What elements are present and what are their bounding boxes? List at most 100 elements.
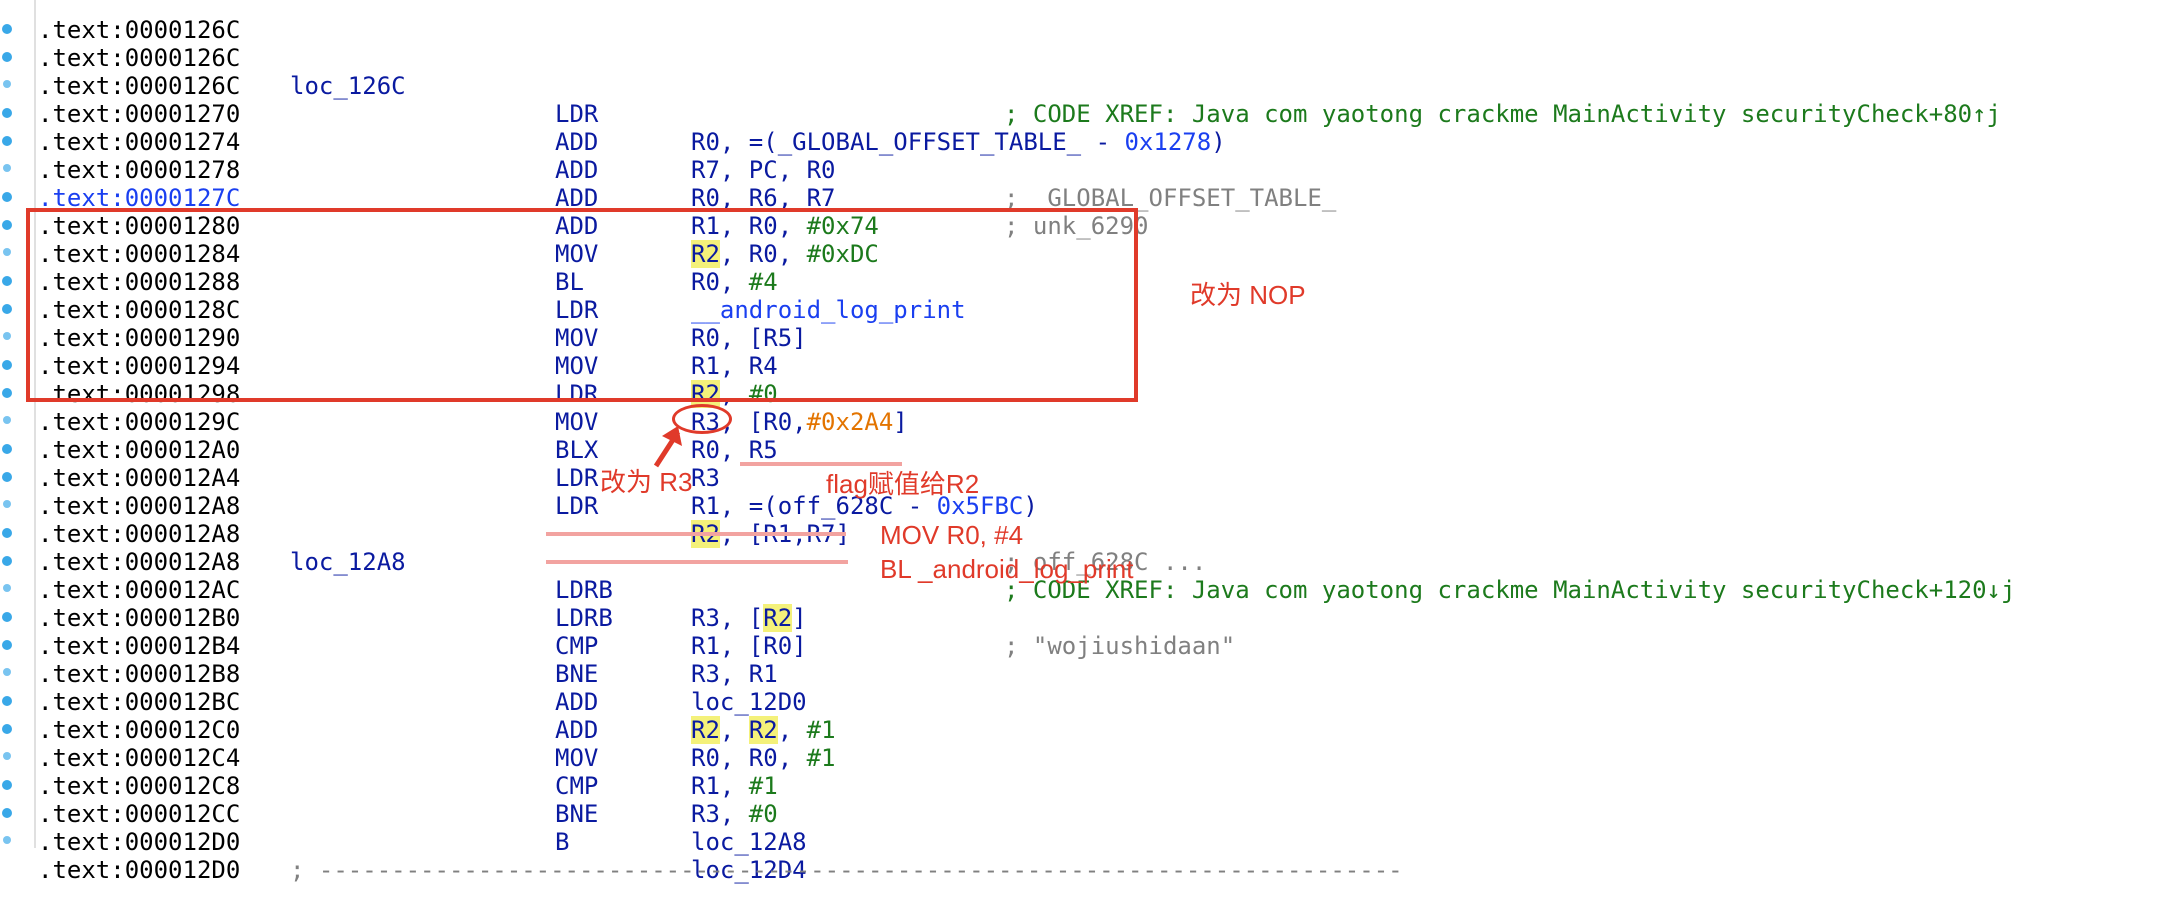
listing-row-current[interactable]: .text:0000127C ADD R2, R0, #0xDC (38, 156, 879, 268)
breakpoint-dot-icon[interactable] (2, 24, 12, 34)
arrow-icon (653, 426, 682, 468)
mnemonic: LDRB (555, 604, 613, 632)
breakpoint-dot-icon[interactable] (2, 780, 12, 790)
listing-row[interactable]: .text:000012D0 ; -----------------------… (38, 800, 1403, 884)
breakpoint-dot-icon[interactable] (2, 640, 12, 650)
listing-row[interactable]: .text:000012B4 BNE loc_12D0 (38, 604, 807, 716)
address: .text:000012A4 (38, 464, 241, 492)
operands: R0, =(_GLOBAL_OFFSET_TABLE_ - 0x1278) (691, 128, 1226, 156)
listing-row[interactable]: .text:0000126C (38, 0, 240, 44)
register-highlight: R2 (748, 716, 778, 744)
operands: R3, [R2] (691, 604, 807, 632)
listing-row[interactable]: .text:000012A8 (38, 464, 240, 520)
breakpoint-dot-icon[interactable] (2, 52, 12, 62)
address: .text:00001298 (38, 380, 241, 408)
xref-comment[interactable]: ; CODE XREF: Java com yaotong crackme Ma… (1004, 100, 2001, 128)
breakpoint-dot-icon[interactable] (2, 528, 12, 538)
operands: R0, R5 (691, 436, 778, 464)
listing-row[interactable]: .text:000012B8 ADD R2, R2, #1 (38, 632, 836, 744)
listing-row[interactable]: .text:000012C4 CMP R3, #0 (38, 716, 778, 828)
mnemonic: ADD (555, 156, 599, 184)
code-label[interactable]: loc_126C (290, 72, 406, 100)
breakpoint-dot-icon[interactable] (3, 416, 11, 424)
address: .text:0000128C (38, 296, 241, 324)
breakpoint-dot-icon[interactable] (2, 192, 12, 202)
breakpoint-dot-icon[interactable] (2, 556, 12, 566)
breakpoint-dot-icon[interactable] (2, 808, 12, 818)
breakpoint-dot-icon[interactable] (2, 696, 12, 706)
breakpoint-dot-icon[interactable] (2, 276, 12, 286)
mov-r0-annotation: MOV R0, #4 (880, 520, 1024, 550)
address: .text:0000127C (38, 184, 241, 212)
listing-row[interactable]: .text:000012A0 LDR R1, =(off_628C - 0x5F… (38, 408, 1038, 520)
operands: R2, R0, #0xDC (691, 240, 879, 268)
address: .text:00001278 (38, 156, 241, 184)
listing-row[interactable]: .text:00001278 ADD R1, R0, #0x74 (38, 128, 879, 240)
listing-row[interactable]: .text:000012A8 LDRB R3, [R2] ; "wojiushi… (38, 520, 1235, 660)
listing-row[interactable]: .text:0000128C MOV R1, R4 (38, 268, 778, 380)
breakpoint-dot-icon[interactable] (3, 836, 11, 844)
address: .text:000012A8 (38, 548, 241, 576)
breakpoint-dot-icon[interactable] (3, 584, 11, 592)
breakpoint-dot-icon[interactable] (3, 752, 11, 760)
breakpoint-dot-icon[interactable] (2, 612, 12, 622)
breakpoint-dot-icon[interactable] (2, 724, 12, 734)
listing-row[interactable]: .text:00001290 MOV R2, #0 (38, 296, 778, 408)
breakpoint-dot-icon[interactable] (2, 472, 12, 482)
breakpoint-gutter[interactable] (0, 0, 26, 848)
listing-row[interactable]: .text:000012BC ADD R0, R0, #1 (38, 660, 836, 772)
listing-row[interactable]: .text:00001280 MOV R0, #4 (38, 184, 778, 296)
mnemonic: BL (555, 268, 584, 296)
mnemonic: BLX (555, 436, 599, 464)
code-label[interactable]: loc_12A8 (290, 548, 406, 576)
breakpoint-dot-icon[interactable] (2, 360, 12, 370)
listing-row[interactable]: .text:000012CC B loc_12D4 (38, 772, 807, 884)
listing-row[interactable]: .text:000012D0 (38, 828, 240, 884)
operands: R1, R4 (691, 352, 778, 380)
branch-target[interactable]: loc_12A8 (691, 828, 807, 856)
breakpoint-dot-icon[interactable] (3, 164, 11, 172)
listing-row[interactable]: .text:000012AC LDRB R1, [R0] (38, 548, 807, 660)
mnemonic: MOV (555, 408, 599, 436)
breakpoint-dot-icon[interactable] (2, 304, 12, 314)
address: .text:000012A0 (38, 436, 241, 464)
operands: R0, [R5] (691, 324, 807, 352)
listing-row[interactable]: .text:00001284 BL __android_log_print (38, 212, 966, 324)
breakpoint-dot-icon[interactable] (3, 248, 11, 256)
listing-row[interactable]: .text:0000126C LDR R0, =(_GLOBAL_OFFSET_… (38, 44, 1226, 156)
listing-row[interactable]: .text:0000126C loc_126C ; CODE XREF: Jav… (38, 16, 2001, 128)
breakpoint-dot-icon[interactable] (3, 500, 11, 508)
listing-row[interactable]: .text:0000129C BLX R3 (38, 380, 720, 492)
listing-row[interactable]: .text:000012B0 CMP R3, R1 (38, 576, 778, 688)
branch-target[interactable]: loc_12D0 (691, 688, 807, 716)
listing-row[interactable]: .text:00001288 LDR R0, [R5] (38, 240, 807, 352)
mnemonic: LDR (555, 380, 599, 408)
listing-row[interactable]: .text:00001270 ADD R7, PC, R0 ; _GLOBAL_… (38, 72, 1336, 212)
strikethrough-annotation (546, 560, 848, 564)
listing-row[interactable]: .text:00001298 MOV R0, R5 (38, 352, 778, 464)
breakpoint-dot-icon[interactable] (2, 108, 12, 118)
listing-row[interactable]: .text:000012C8 BNE loc_12A8 (38, 744, 807, 856)
mnemonic: ADD (555, 184, 599, 212)
strikethrough-annotation (546, 532, 846, 536)
xref-comment[interactable]: ; CODE XREF: Java com yaotong crackme Ma… (1004, 576, 2016, 604)
breakpoint-dot-icon[interactable] (3, 668, 11, 676)
mnemonic: LDR (555, 492, 599, 520)
breakpoint-dot-icon[interactable] (3, 80, 11, 88)
address: .text:000012C0 (38, 716, 241, 744)
listing-row[interactable]: .text:000012A4 LDR R2, [R1,R7] ; off_628… (38, 436, 1206, 576)
mnemonic: B (555, 828, 570, 856)
breakpoint-dot-icon[interactable] (2, 220, 12, 230)
breakpoint-dot-icon[interactable] (2, 388, 12, 398)
address: .text:00001294 (38, 352, 241, 380)
comment: ; "wojiushidaan" (1004, 632, 1236, 660)
breakpoint-dot-icon[interactable] (2, 136, 12, 146)
listing-row[interactable]: .text:000012C0 MOV R1, #1 (38, 688, 778, 800)
listing-row[interactable]: .text:000012A8 loc_12A8 ; CODE XREF: Jav… (38, 492, 2015, 604)
function-reference[interactable]: __android_log_print (691, 296, 966, 324)
address: .text:000012AC (38, 576, 241, 604)
listing-row[interactable]: .text:00001274 ADD R0, R6, R7 ; unk_6290 (38, 100, 1149, 240)
operands: R1, =(off_628C - 0x5FBC) (691, 492, 1038, 520)
breakpoint-dot-icon[interactable] (2, 444, 12, 454)
breakpoint-dot-icon[interactable] (3, 332, 11, 340)
